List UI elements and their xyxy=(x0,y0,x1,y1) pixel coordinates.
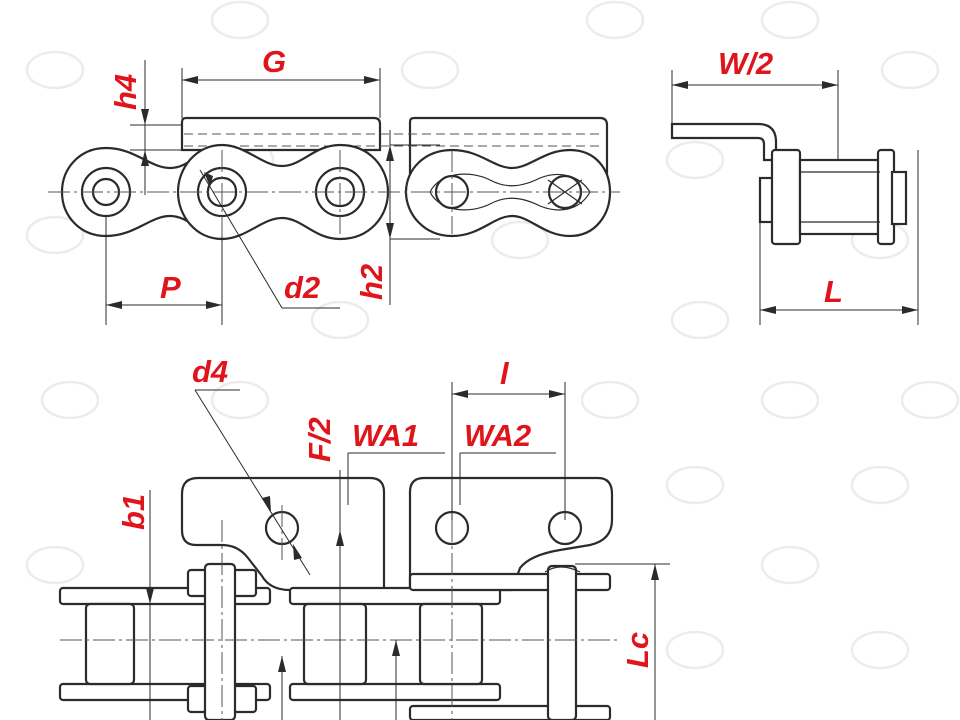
outer-plate-left xyxy=(770,148,802,246)
watermark-pattern xyxy=(25,0,960,670)
pin-end-right xyxy=(890,170,908,226)
label-h4: h4 xyxy=(108,74,143,110)
label-g: G xyxy=(262,44,286,79)
attachment-plate-wa2 xyxy=(408,476,614,592)
chain-top-view xyxy=(58,382,670,720)
label-h2: h2 xyxy=(354,264,389,300)
pin-2-top xyxy=(546,564,578,720)
bent-attachment-wing xyxy=(670,122,778,162)
inner-link-plate-right xyxy=(404,148,612,238)
label-wa2: WA2 xyxy=(464,418,531,453)
label-l-small: l xyxy=(500,356,510,391)
label-d4: d4 xyxy=(192,354,228,389)
link-plate-bottom-3 xyxy=(408,704,612,720)
roller-top-1 xyxy=(84,602,136,686)
chain-side-view xyxy=(48,60,620,325)
label-d2: d2 xyxy=(284,270,320,305)
chain-end-view xyxy=(670,70,919,325)
attachment-plate-left xyxy=(180,116,382,152)
roller-body xyxy=(798,158,882,236)
label-lc: Lc xyxy=(620,632,655,668)
label-l: L xyxy=(824,274,843,309)
pin-1-top xyxy=(203,562,237,720)
link-plate-bottom-2 xyxy=(288,682,502,702)
link-plate-top-3 xyxy=(408,572,612,592)
label-f-half: F/2 xyxy=(302,417,337,462)
label-w-half: W/2 xyxy=(718,46,773,81)
dimension-labels: G h4 P d2 h2 W/2 L d4 l F/2 WA1 WA2 b1 L… xyxy=(108,44,843,668)
roller-top-3 xyxy=(418,602,484,686)
label-p: P xyxy=(160,270,181,305)
label-wa1: WA1 xyxy=(352,418,419,453)
roller-top-2 xyxy=(302,602,368,686)
link-plate-top-2 xyxy=(288,586,502,606)
label-b1: b1 xyxy=(116,494,151,530)
